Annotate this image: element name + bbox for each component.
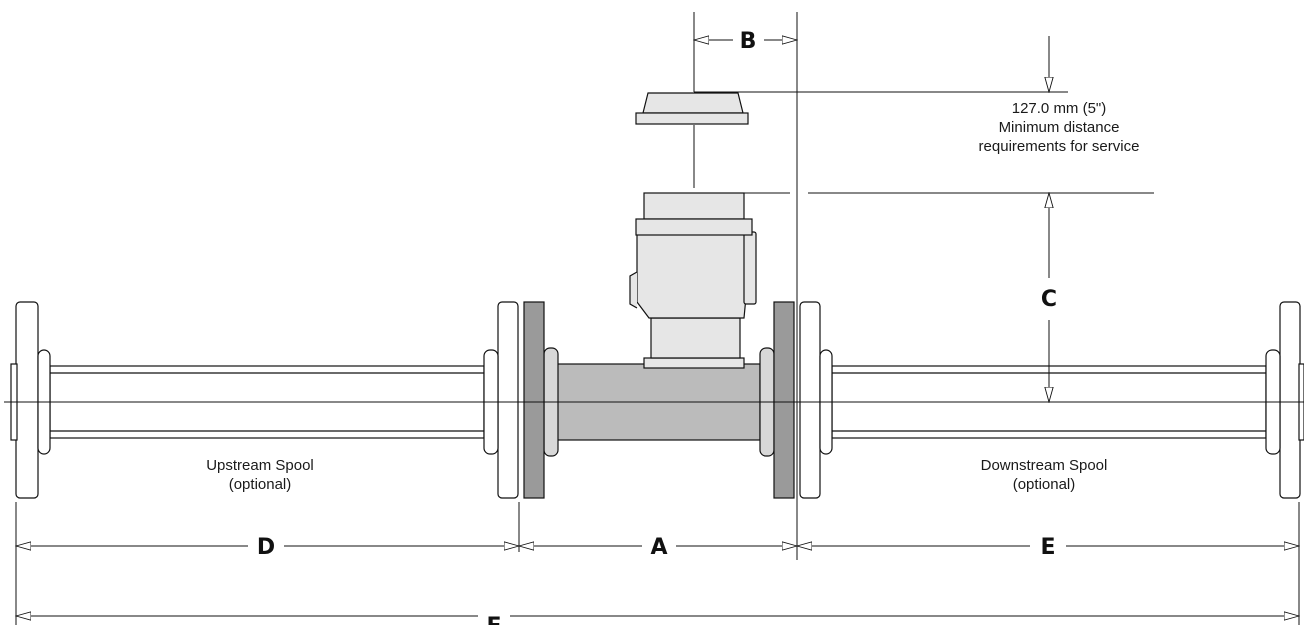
service-distance-value: 127.0 mm (5")	[1011, 100, 1107, 117]
downstream-spool-label: Downstream Spool (optional)	[934, 456, 1154, 494]
dimension-c: C	[1041, 193, 1057, 402]
dimension-c-label: C	[1041, 287, 1057, 312]
dimension-d-label: D	[257, 535, 275, 560]
service-distance-note: 127.0 mm (5") Minimum distance requireme…	[944, 99, 1174, 156]
downstream-spool-optional: (optional)	[1012, 476, 1076, 493]
transmitter-housing	[629, 192, 757, 369]
dimension-a: A	[519, 535, 797, 560]
reference-lines	[4, 12, 1304, 625]
dimension-d: D	[16, 535, 519, 560]
upstream-spool-title: Upstream Spool	[206, 457, 314, 474]
dimension-f: F	[16, 614, 1299, 625]
service-cap	[635, 92, 749, 125]
upstream-spool-optional: (optional)	[228, 476, 292, 493]
dimension-b: B	[694, 29, 797, 54]
meter-left-flange	[523, 301, 545, 499]
downstream-right-flange	[1279, 301, 1301, 499]
upstream-left-flange	[15, 301, 39, 499]
service-distance-caption-2: requirements for service	[978, 138, 1140, 155]
housing-top-cap	[643, 192, 745, 220]
dimension-f-label: F	[486, 614, 501, 625]
downstream-spool-title: Downstream Spool	[980, 457, 1108, 474]
upstream-right-flange	[497, 301, 519, 499]
dimension-e-label: E	[1040, 535, 1055, 560]
downstream-left-flange	[799, 301, 821, 499]
meter-right-flange	[773, 301, 795, 499]
upstream-spool-label: Upstream Spool (optional)	[150, 456, 370, 494]
dimension-a-label: A	[650, 535, 667, 560]
dimension-b-label: B	[740, 29, 757, 54]
dimension-e: E	[797, 535, 1299, 560]
service-distance-caption-1: Minimum distance	[998, 119, 1120, 136]
